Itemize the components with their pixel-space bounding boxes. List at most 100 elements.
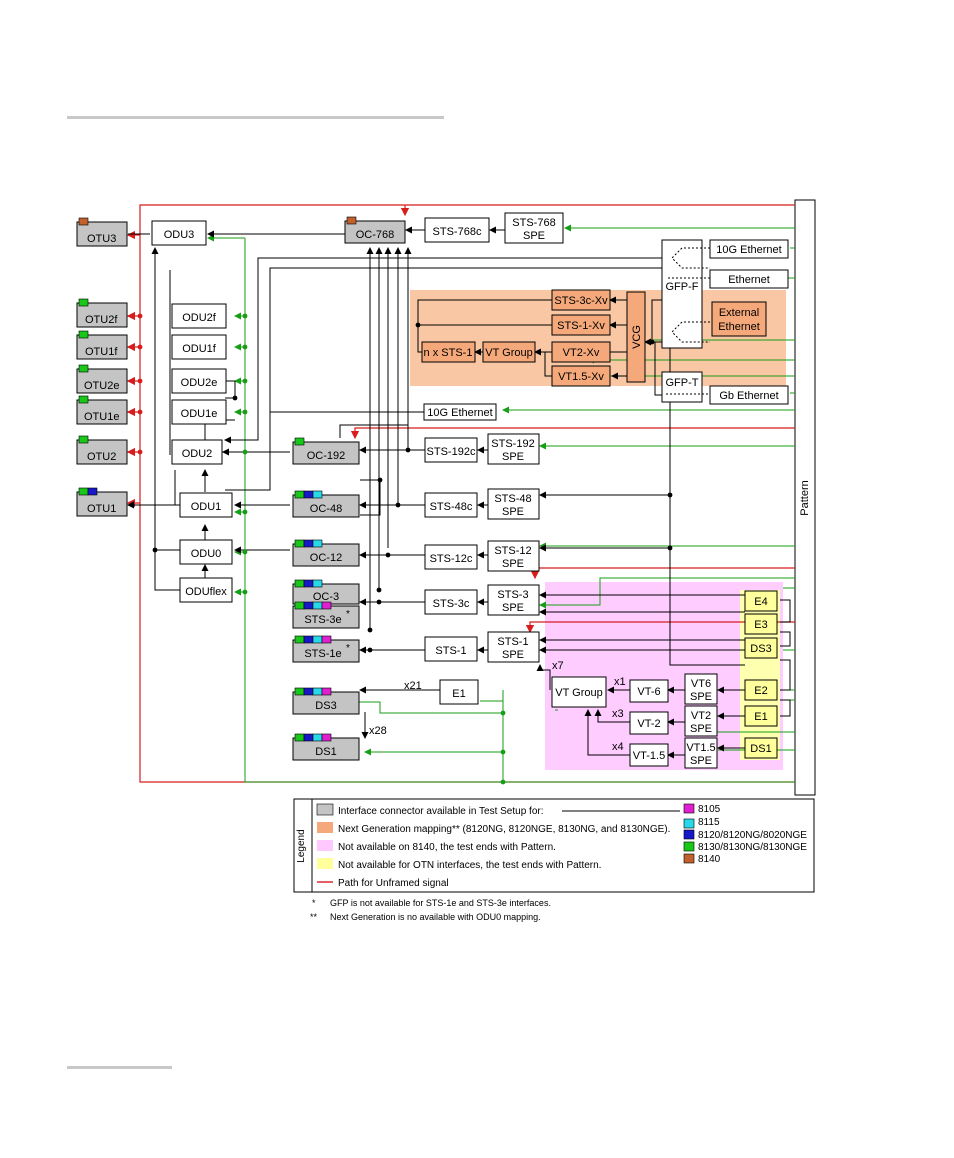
sts48spe-label-1: STS-48 bbox=[494, 493, 531, 505]
pattern-label: Pattern bbox=[799, 480, 811, 515]
vt2-label: VT-2 bbox=[637, 718, 660, 730]
vcg-label: VCG bbox=[631, 325, 643, 349]
vt2xv-box[interactable] bbox=[551, 341, 611, 363]
vt6spe-label-1: VT6 bbox=[691, 678, 711, 690]
vcg-box[interactable] bbox=[626, 291, 646, 383]
header-rule bbox=[67, 116, 444, 119]
e4-box[interactable] bbox=[744, 590, 778, 612]
otu3-box[interactable] bbox=[76, 221, 128, 247]
eth10g-box[interactable] bbox=[709, 239, 789, 259]
vt15xv-box[interactable] bbox=[551, 365, 611, 387]
odu2f-box[interactable] bbox=[171, 303, 227, 329]
sts12c-box[interactable] bbox=[424, 544, 478, 570]
otu1-label: OTU1 bbox=[87, 503, 116, 515]
sts3spe-label-2: SPE bbox=[502, 602, 524, 614]
ds3-right-box[interactable] bbox=[744, 637, 778, 659]
nxsts1-box[interactable] bbox=[421, 341, 476, 363]
gfpt-label: GFP-T bbox=[666, 377, 699, 389]
odu3-box[interactable] bbox=[151, 220, 207, 246]
sts48c-box[interactable] bbox=[424, 492, 478, 518]
sts1-box[interactable] bbox=[424, 636, 478, 662]
sts1e-footnote-mark: * bbox=[346, 643, 350, 654]
eth10g-label: 10G Ethernet bbox=[716, 244, 781, 256]
legend-item-interface: Interface connector available in Test Se… bbox=[338, 806, 544, 817]
eth-label: Ethernet bbox=[728, 274, 770, 286]
sonet-interfaces: OC-768 OC-192 OC-48 OC-12 OC-3 STS-3e * … bbox=[292, 216, 406, 761]
oc48-box[interactable] bbox=[292, 494, 360, 518]
vt15-box[interactable] bbox=[629, 743, 669, 767]
odu1e-label: ODU1e bbox=[181, 408, 218, 420]
oduflex-box[interactable] bbox=[179, 577, 233, 603]
vtgroup-box[interactable] bbox=[551, 676, 607, 708]
odu2-box[interactable] bbox=[171, 439, 223, 465]
sts1spe-box[interactable] bbox=[487, 631, 540, 663]
odu2e-label: ODU2e bbox=[181, 377, 218, 389]
sts192spe-label-2: SPE bbox=[502, 451, 524, 463]
otu2f-label: OTU2f bbox=[85, 314, 118, 326]
sts768c-box[interactable] bbox=[424, 217, 490, 243]
otu1f-box[interactable] bbox=[76, 334, 128, 360]
otu2-box[interactable] bbox=[76, 439, 128, 465]
oc12-box[interactable] bbox=[292, 543, 360, 567]
exteth-box[interactable] bbox=[711, 301, 767, 337]
e2-label: E2 bbox=[754, 685, 767, 697]
eth-box[interactable] bbox=[709, 269, 789, 289]
odu0-box[interactable] bbox=[179, 539, 233, 565]
odu2-label: ODU2 bbox=[182, 448, 213, 460]
legend-item-next-gen: Next Generation mapping** (8120NG, 8120N… bbox=[338, 824, 670, 835]
sts768spe-box[interactable] bbox=[504, 212, 564, 244]
gfpt-box[interactable] bbox=[661, 371, 703, 403]
vt6-box[interactable] bbox=[629, 679, 669, 703]
sts192spe-box[interactable] bbox=[487, 433, 540, 465]
sts3cxv-box[interactable] bbox=[551, 289, 611, 311]
odu1f-box[interactable] bbox=[171, 334, 227, 360]
e3-label: E3 bbox=[754, 619, 767, 631]
vt15spe-box[interactable] bbox=[684, 737, 718, 769]
sts3spe-box[interactable] bbox=[487, 584, 540, 616]
oc3-label: OC-3 bbox=[313, 591, 339, 603]
legend-swatch-not-8140 bbox=[317, 840, 333, 851]
vt6spe-box[interactable] bbox=[684, 673, 718, 705]
legend-item-not-8140: Not available on 8140, the test ends wit… bbox=[338, 842, 556, 853]
x21-label: x21 bbox=[404, 680, 422, 692]
sts48c-label: STS-48c bbox=[430, 501, 473, 513]
nxsts1-label: n x STS-1 bbox=[424, 347, 473, 359]
e1-left-label: E1 bbox=[452, 688, 465, 700]
otu1e-box[interactable] bbox=[76, 399, 128, 425]
vt2xv-label: VT2-Xv bbox=[563, 347, 600, 359]
e1-left-box[interactable] bbox=[439, 679, 479, 705]
oc192-box[interactable] bbox=[292, 441, 360, 465]
sts3c-box[interactable] bbox=[424, 589, 478, 615]
gfpf-box[interactable] bbox=[661, 239, 703, 349]
e2-box[interactable] bbox=[744, 679, 778, 701]
sts48spe-box[interactable] bbox=[487, 488, 540, 520]
odu1e-box[interactable] bbox=[171, 399, 227, 425]
oc768-box[interactable] bbox=[344, 220, 406, 244]
vtgroup-ng-box[interactable] bbox=[482, 341, 536, 363]
exteth-label-1: External bbox=[719, 307, 759, 319]
sts1xv-box[interactable] bbox=[551, 314, 611, 336]
ds3-right-label: DS3 bbox=[750, 643, 771, 655]
odu2e-box[interactable] bbox=[171, 368, 227, 394]
sts12spe-box[interactable] bbox=[487, 540, 540, 572]
otu1-box[interactable] bbox=[76, 491, 128, 517]
sts1-label: STS-1 bbox=[435, 645, 466, 657]
ds1-right-box[interactable] bbox=[744, 737, 778, 759]
odu1-box[interactable] bbox=[179, 492, 233, 518]
vt2-box[interactable] bbox=[629, 711, 669, 735]
eth10g-otn-box[interactable] bbox=[423, 403, 497, 421]
vt15xv-label: VT1.5-Xv bbox=[558, 371, 604, 383]
x4-label: x4 bbox=[612, 741, 624, 753]
sts768spe-label-2: SPE bbox=[523, 230, 545, 242]
gbeth-box[interactable] bbox=[709, 385, 789, 405]
otu2e-box[interactable] bbox=[76, 368, 128, 394]
e3-box[interactable] bbox=[744, 613, 778, 635]
x1-label: x1 bbox=[614, 676, 626, 688]
sts3e-footnote-mark: * bbox=[346, 609, 350, 620]
e1-right-label: E1 bbox=[754, 711, 767, 723]
sts192c-box[interactable] bbox=[424, 437, 478, 463]
otu2f-box[interactable] bbox=[76, 302, 128, 328]
e1-right-box[interactable] bbox=[744, 705, 778, 727]
vt2spe-box[interactable] bbox=[684, 705, 718, 737]
legend-swatch-interface bbox=[316, 803, 334, 816]
